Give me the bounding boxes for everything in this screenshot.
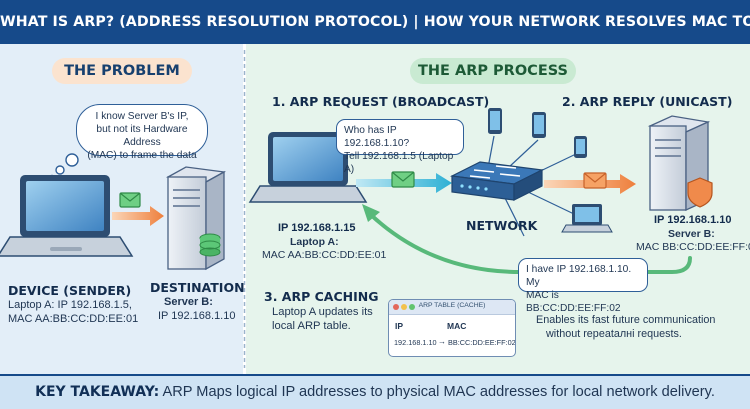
minimize-dot-icon xyxy=(401,304,407,310)
small-laptop-icon xyxy=(561,204,613,233)
tablet-icon xyxy=(532,112,546,138)
process-pill xyxy=(410,58,576,84)
envelope-icon xyxy=(119,192,141,208)
sender-label: DEVICE (SENDER) xyxy=(8,283,132,298)
request-line-1: Who has IP 192.168.1.10? xyxy=(344,125,410,149)
sender-mac: MAC AA:BB:CC:DD:EE:01 xyxy=(8,313,139,325)
reply-bubble: I have IP 192.168.1.10. My MAC is BB:CC:… xyxy=(518,258,648,314)
arp-table-title: ARP TABLE (CACHE) xyxy=(418,302,486,309)
page-title: WHAT IS ARP? (ADDRESS RESOLUTION PROTOCO… xyxy=(0,0,750,44)
key-takeaway-banner: KEY TAKEAWAY: ARP Maps logical IP addres… xyxy=(0,374,750,409)
key-takeaway-label: KEY TAKEAWAY: xyxy=(35,384,160,400)
arp-col-ip: IP xyxy=(395,321,404,331)
arp-row-arrow-icon: → xyxy=(438,337,446,346)
close-dot-icon xyxy=(393,304,399,310)
cache-return-arrow-icon xyxy=(368,212,692,274)
maximize-dot-icon xyxy=(409,304,415,310)
sender-ip: Laptop A: IP 192.168.1.5, xyxy=(8,299,132,311)
process-heading: THE ARP PROCESS xyxy=(418,63,568,79)
server-b-name: Server B: xyxy=(668,228,715,240)
step-3-label: 3. ARP CACHING xyxy=(264,289,379,304)
destination-name: Server B: xyxy=(164,296,213,308)
benefit-line-1: Enables its fast future communication xyxy=(536,314,716,326)
destination-label: DESTINATION xyxy=(150,280,245,295)
network-switch-icon xyxy=(449,161,545,201)
laptop-a-name: Laptop A: xyxy=(290,236,339,248)
key-takeaway-text: ARP Maps logical IP addresses to physica… xyxy=(159,384,715,400)
caching-line-1: Laptop A updates its xyxy=(272,306,373,318)
arp-row-mac: BB:CC:DD:EE:FF:02 xyxy=(448,338,516,347)
arp-row-ip: 192.168.1.10 xyxy=(394,338,437,347)
phone-icon xyxy=(488,108,502,134)
laptop-a-icon xyxy=(248,132,368,203)
reply-envelope-icon xyxy=(583,172,607,189)
reply-line-2: MAC is BB:CC:DD:EE:FF:02 xyxy=(526,290,621,314)
laptop-a-ip: IP 192.168.1.15 xyxy=(278,222,356,234)
arp-col-mac: MAC xyxy=(447,321,467,331)
server-b-ip: IP 192.168.1.10 xyxy=(654,214,732,226)
server-b-mac: MAC BB:CC:DD:EE:FF:02 xyxy=(636,241,750,253)
sender-laptop-icon xyxy=(0,175,134,257)
arp-table-titlebar: ARP TABLE (CACHE) xyxy=(389,300,515,315)
arp-table-window: ARP TABLE (CACHE) IP MAC 192.168.1.10 → … xyxy=(388,299,516,357)
request-bubble: Who has IP 192.168.1.10? Tell 192.168.1.… xyxy=(336,119,464,175)
thought-line-3: (MAC) to frame the data xyxy=(87,150,197,161)
step-1-label: 1. ARP REQUEST (BROADCAST) xyxy=(272,94,490,109)
benefit-line-2: without repeatалні requests. xyxy=(546,328,682,340)
server-b-icon xyxy=(647,115,713,212)
phone-icon-2 xyxy=(574,136,587,158)
thought-bubble: I know Server B's IP, but not its Hardwa… xyxy=(76,104,208,161)
laptop-a-mac: MAC AA:BB:CC:DD:EE:01 xyxy=(262,249,387,261)
step-2-label: 2. ARP REPLY (UNICAST) xyxy=(562,94,733,109)
problem-pill xyxy=(52,58,192,84)
request-line-2: Tell 192.168.1.5 (Laptop A) xyxy=(344,151,454,175)
destination-ip: IP 192.168.1.10 xyxy=(158,310,236,322)
reply-line-1: I have IP 192.168.1.10. My xyxy=(526,264,632,288)
network-label: NETWORK xyxy=(466,218,538,233)
thought-line-2: but not its Hardware Address xyxy=(96,124,188,148)
problem-heading: THE PROBLEM xyxy=(64,63,180,79)
destination-server-icon xyxy=(165,166,227,271)
problem-arrow-icon xyxy=(112,206,164,226)
request-envelope-icon xyxy=(391,171,415,188)
thought-line-1: I know Server B's IP, xyxy=(95,111,189,122)
caching-line-2: local ARP table. xyxy=(272,320,351,332)
